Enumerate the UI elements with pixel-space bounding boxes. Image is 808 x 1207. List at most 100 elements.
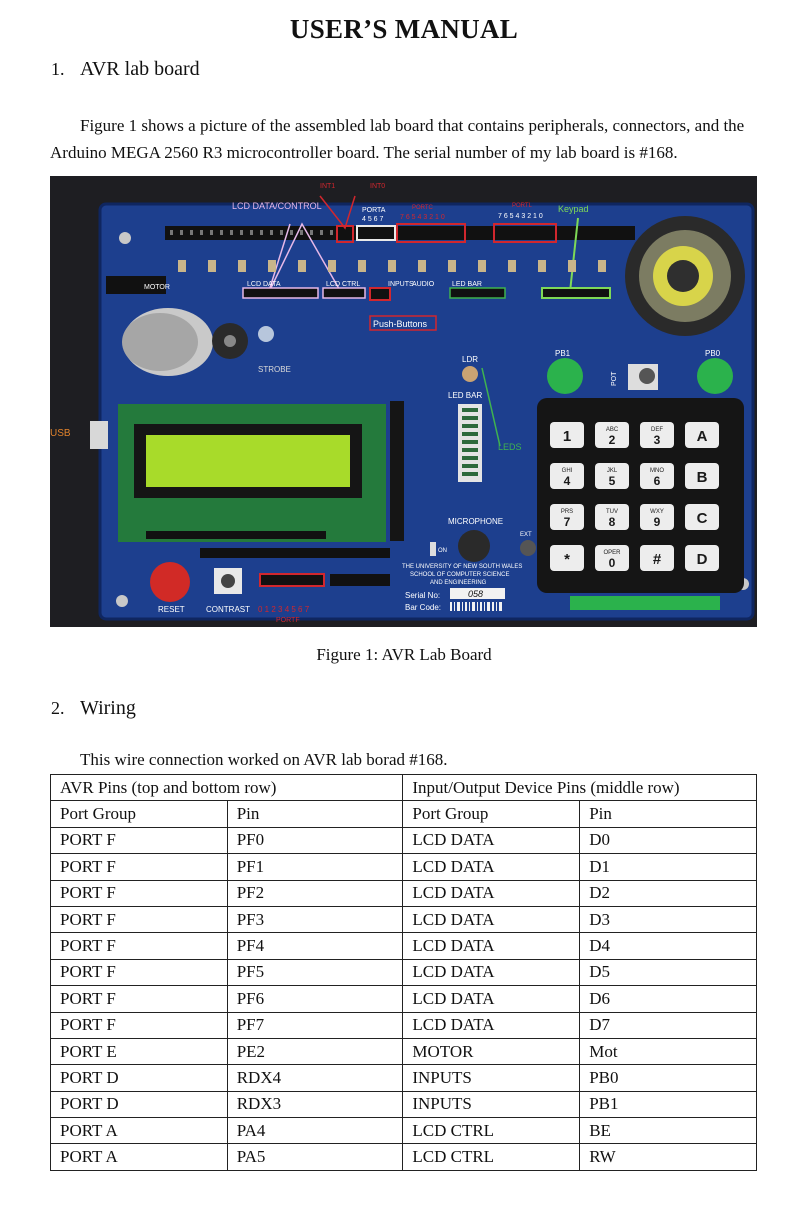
portf-pins-label: 0 1 2 3 4 5 6 7 bbox=[258, 605, 310, 614]
lcd-data-small-label: LCD DATA bbox=[247, 281, 281, 288]
keypad-key-sub-label: WXY bbox=[650, 509, 664, 515]
table-group-header-row: AVR Pins (top and bottom row) Input/Outp… bbox=[49, 773, 757, 802]
device-pin-cell: Mot bbox=[579, 1037, 757, 1066]
device-port-group-cell: LCD DATA bbox=[402, 958, 581, 987]
keypad-key-main-label: 1 bbox=[563, 428, 571, 445]
ext-label: EXT bbox=[520, 532, 532, 538]
section-number: 1. bbox=[51, 59, 65, 79]
device-pin-cell: D6 bbox=[579, 985, 757, 1013]
microphone-label: MICROPHONE bbox=[448, 517, 503, 526]
porta-box bbox=[356, 225, 396, 241]
device-pin-cell: D2 bbox=[579, 879, 757, 907]
device-port-group-cell: LCD DATA bbox=[402, 826, 581, 855]
portf-header bbox=[259, 573, 325, 587]
device-port-group-cell: LCD CTRL bbox=[402, 1117, 581, 1145]
page-title: USER’S MANUAL bbox=[289, 14, 519, 44]
keypad-key-main-label: 6 bbox=[654, 474, 661, 488]
col-header-device-pin: Pin bbox=[579, 800, 757, 828]
keypad-key: * bbox=[550, 545, 584, 571]
device-port-group-cell: INPUTS bbox=[402, 1064, 581, 1092]
lcd-data-header bbox=[242, 287, 319, 299]
avr-pin-cell: PF0 bbox=[226, 826, 404, 855]
microphone bbox=[458, 530, 490, 562]
push-button-pb0 bbox=[697, 358, 733, 394]
serial-value: 058 bbox=[468, 589, 483, 599]
keypad-key-main-label: B bbox=[697, 469, 708, 486]
group-header-io: Input/Output Device Pins (middle row) bbox=[402, 773, 757, 802]
portl-box bbox=[493, 223, 557, 243]
keypad-key-face bbox=[550, 504, 584, 530]
device-port-group-cell: LCD DATA bbox=[402, 985, 581, 1013]
keypad-key-face bbox=[550, 463, 584, 489]
pb1-label: PB1 bbox=[555, 349, 571, 358]
usb-label: USB bbox=[50, 428, 71, 439]
section-title: Wiring bbox=[80, 697, 136, 719]
keypad-key-sub-label: JKL bbox=[607, 468, 618, 474]
keypad-key-face bbox=[595, 422, 629, 448]
ldr bbox=[462, 366, 478, 382]
lcd-screen bbox=[146, 435, 350, 487]
push-buttons-label: Push-Buttons bbox=[373, 319, 428, 329]
avr-pin-cell: PF7 bbox=[226, 1011, 404, 1039]
section-heading-lab-board: 1. AVR lab board bbox=[51, 58, 200, 81]
inputs-small-label: INPUTS bbox=[388, 281, 414, 288]
device-pin-cell: D3 bbox=[579, 905, 757, 934]
device-port-group-cell: MOTOR bbox=[402, 1037, 581, 1066]
keypad-key-sub-label: TUV bbox=[606, 509, 618, 515]
led-bar-small-label: LED BAR bbox=[452, 281, 482, 288]
keypad-key-main-label: # bbox=[653, 551, 662, 568]
pb0-label: PB0 bbox=[705, 349, 721, 358]
keypad-key-face bbox=[640, 545, 674, 571]
university-line-3: AND ENGINEERING bbox=[430, 580, 487, 586]
avr-port-group-cell: PORT A bbox=[50, 1143, 228, 1171]
keypad-key: B bbox=[685, 463, 719, 489]
ldr-label: LDR bbox=[462, 355, 478, 364]
device-port-group-cell: LCD DATA bbox=[402, 853, 581, 881]
keypad-key-sub-label: PRS bbox=[561, 509, 573, 515]
keypad-key: D bbox=[685, 545, 719, 571]
keypad-key-face bbox=[685, 463, 719, 489]
inputs-header bbox=[369, 287, 391, 301]
keypad-key-sub-label: DEF bbox=[651, 427, 663, 433]
leds-label: LEDS bbox=[498, 442, 522, 452]
avr-port-group-cell: PORT E bbox=[50, 1037, 228, 1066]
group-header-avr: AVR Pins (top and bottom row) bbox=[49, 773, 404, 802]
strobe-label: STROBE bbox=[258, 365, 291, 374]
motor-label: MOTOR bbox=[144, 284, 170, 291]
device-pin-cell: PB1 bbox=[579, 1090, 757, 1119]
keypad-key-sub-label: MNO bbox=[650, 468, 664, 474]
section-title: AVR lab board bbox=[80, 58, 200, 80]
keypad-key-main-label: 8 bbox=[609, 515, 616, 529]
keypad-key: A bbox=[685, 422, 719, 448]
portf-label: PORTF bbox=[276, 617, 300, 624]
avr-pin-cell: PA4 bbox=[226, 1117, 404, 1145]
keypad-key-main-label: 9 bbox=[654, 515, 661, 529]
lab-board-photo: INT1 INT0 LCD DATA/CONTROL PORTA 4 5 6 7… bbox=[50, 176, 757, 627]
reset-button bbox=[150, 562, 190, 602]
keypad-key-main-label: D bbox=[697, 551, 708, 568]
avr-pin-cell: PA5 bbox=[226, 1143, 404, 1171]
keypad-key-main-label: C bbox=[697, 510, 708, 527]
on-label: ON bbox=[438, 548, 447, 554]
keypad-key-main-label: 3 bbox=[654, 433, 661, 447]
portl-pins-label: 7 6 5 4 3 2 1 0 bbox=[498, 213, 543, 220]
device-pin-cell: D1 bbox=[579, 853, 757, 881]
pot-label: POT bbox=[611, 371, 618, 386]
mount-hole bbox=[116, 595, 128, 607]
figure-caption: Figure 1: AVR Lab Board bbox=[316, 645, 492, 664]
keypad-key: 1 bbox=[550, 422, 584, 448]
avr-port-group-cell: PORT F bbox=[50, 932, 228, 960]
keypad-key-sub-label: ABC bbox=[606, 427, 619, 433]
col-header-pin: Pin bbox=[226, 800, 404, 828]
device-pin-cell: D4 bbox=[579, 932, 757, 960]
